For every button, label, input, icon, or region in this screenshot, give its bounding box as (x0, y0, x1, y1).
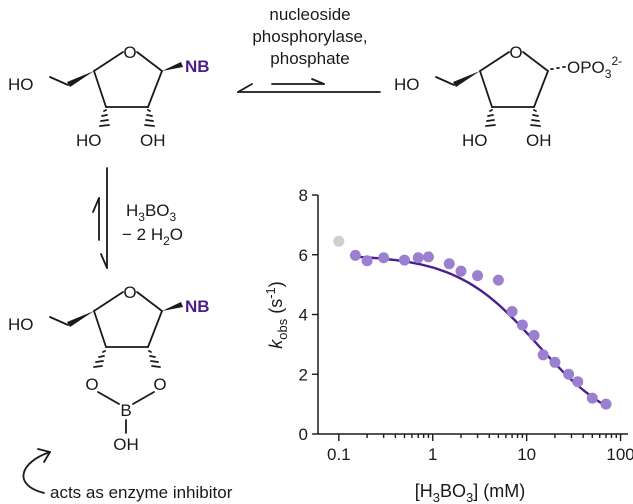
data-point (398, 254, 410, 266)
data-point (412, 252, 424, 264)
data-point (422, 251, 434, 263)
ring-bond (147, 310, 163, 348)
kobs-chart: 0 2 4 6 8 0.1 1 10 100 [H3BO3] (mM) kobs (s-1) (263, 186, 633, 504)
boron-label: B (120, 401, 131, 420)
x-tick-label: 100 (606, 445, 633, 464)
ring-bond (522, 51, 549, 72)
x-axis-label: [H3BO3] (mM) (415, 481, 525, 504)
oh-label-2: OH (140, 131, 166, 150)
wedge-bond (67, 311, 94, 327)
ring-bond (93, 310, 107, 348)
data-point (455, 265, 467, 277)
ring-bond (136, 51, 163, 72)
ring-bond (93, 51, 124, 72)
b-o-bond (132, 391, 155, 405)
equilibrium-arrow-horizontal (237, 78, 381, 93)
inhibitor-note: acts as enzyme inhibitor (50, 483, 233, 502)
data-point (549, 356, 561, 368)
ch2-bond (435, 76, 455, 86)
data-point (586, 392, 598, 404)
hashed-bond (148, 350, 161, 368)
y-tick-label: 0 (299, 425, 308, 444)
ring-bond (93, 70, 107, 108)
nb-label: NB (185, 57, 210, 76)
x-tick-label: 0.1 (327, 445, 351, 464)
anomeric-bond (550, 66, 566, 70)
ring-bond (479, 51, 510, 72)
wedge-bond (162, 302, 183, 311)
ch2-bond (49, 316, 69, 326)
data-point (506, 306, 518, 318)
y-tick-label: 2 (299, 365, 308, 384)
hashed-bond (485, 109, 496, 127)
y-tick-label: 4 (299, 306, 308, 325)
curved-arrow (22, 451, 51, 494)
wedge-bond (67, 71, 94, 87)
ring-oxygen: O (123, 43, 136, 62)
borate-oxygen-right: O (153, 375, 166, 394)
hashed-bond (530, 109, 541, 127)
boric-acid-label: H3BO3 (126, 201, 177, 224)
data-point (537, 349, 549, 361)
ring-oxygen: O (509, 43, 522, 62)
ribose-phosphate-structure: O HO OPO32- HO OH (394, 43, 622, 150)
ho-label: HO (8, 315, 34, 334)
enzyme-label-3: phosphate (270, 49, 349, 68)
wedge-bond (162, 62, 183, 71)
ring-bond (136, 291, 163, 312)
ch2-bond (49, 76, 69, 86)
ho-label: HO (8, 75, 34, 94)
y-axis-label: kobs (s-1) (263, 281, 290, 349)
data-point (349, 249, 361, 261)
borate-ester-structure: O HO NB O O B OH (8, 283, 210, 454)
excluded-data-point (333, 235, 345, 247)
water-label: − 2 H2O (122, 225, 183, 248)
enzyme-label-2: phosphorylase, (252, 27, 367, 46)
ring-bond (533, 70, 549, 108)
ring-bond (93, 291, 124, 312)
data-point (361, 255, 373, 267)
hashed-bond (99, 109, 110, 127)
data-point (563, 368, 575, 380)
enzyme-label-1: nucleoside (269, 5, 350, 24)
equilibrium-arrow-vertical (92, 167, 108, 269)
nb-label: NB (185, 297, 210, 316)
borate-oxygen-left: O (85, 375, 98, 394)
wedge-bond (453, 71, 480, 87)
y-tick-label: 6 (299, 246, 308, 265)
ring-oxygen: O (123, 283, 136, 302)
y-tick-label: 8 (299, 186, 308, 205)
ring-bond (147, 70, 163, 108)
hashed-bond (93, 350, 106, 368)
x-tick-label: 1 (428, 445, 437, 464)
ring-bond (479, 70, 493, 108)
data-point (572, 376, 584, 388)
curved-arrow-head (37, 448, 51, 463)
data-point (600, 398, 612, 410)
x-tick-label: 10 (517, 445, 536, 464)
data-point (378, 252, 390, 264)
phosphate-label: OPO32- (567, 54, 622, 81)
b-o-bond (97, 391, 120, 405)
boron-oh-label: OH (113, 435, 139, 454)
oh-label-2: OH (526, 131, 552, 150)
ho-label: HO (394, 75, 420, 94)
data-point (443, 258, 455, 270)
data-point (528, 329, 540, 341)
data-point (492, 274, 504, 286)
data-point (472, 270, 484, 282)
oh-label-3: HO (76, 131, 102, 150)
hashed-bond (144, 109, 155, 127)
data-point (516, 319, 528, 331)
oh-label-3: HO (462, 131, 488, 150)
nucleoside-structure: O HO NB HO OH (8, 43, 210, 150)
